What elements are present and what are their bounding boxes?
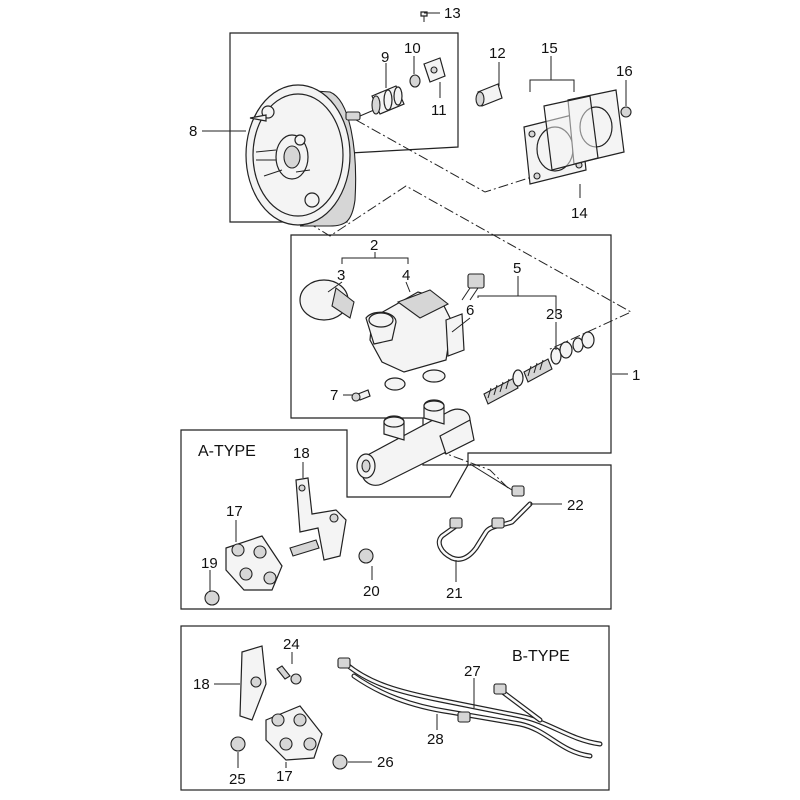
b-type-parts xyxy=(230,645,603,770)
a-bracket xyxy=(295,477,347,561)
a-bolt xyxy=(289,539,320,557)
callout-7: 7 xyxy=(330,387,338,404)
callout-18-a: 18 xyxy=(293,445,310,462)
nut-16 xyxy=(620,106,632,118)
callout-11: 11 xyxy=(431,102,447,119)
callout-17-a: 17 xyxy=(226,503,243,520)
callout-2: 2 xyxy=(370,237,378,254)
pipe-21 xyxy=(436,501,533,562)
master-cylinder-body xyxy=(356,399,475,486)
nut-25 xyxy=(230,736,246,752)
callout-14: 14 xyxy=(571,205,588,222)
bolt-24 xyxy=(276,665,291,680)
callout-16: 16 xyxy=(616,63,633,80)
bolt-19 xyxy=(204,590,220,606)
callout-10: 10 xyxy=(404,40,421,57)
callout-15: 15 xyxy=(541,40,558,57)
pipe-22-fitting xyxy=(511,485,525,497)
callout-18-b: 18 xyxy=(193,676,210,693)
reservoir-assembly xyxy=(299,273,485,402)
callout-26: 26 xyxy=(377,754,394,771)
callout-numbers: 1 2 3 4 5 6 7 8 9 10 11 12 13 14 15 16 1… xyxy=(189,5,640,788)
callout-9: 9 xyxy=(381,49,389,66)
a-type-label: A-TYPE xyxy=(198,443,256,460)
callout-28: 28 xyxy=(427,731,444,748)
a-type-frame xyxy=(180,429,612,610)
grommet-left xyxy=(384,377,406,391)
pushrod-parts xyxy=(371,11,503,115)
callout-12: 12 xyxy=(489,45,506,62)
callout-22: 22 xyxy=(567,497,584,514)
callout-25: 25 xyxy=(229,771,246,788)
callout-3: 3 xyxy=(337,267,345,284)
callout-13: 13 xyxy=(444,5,461,22)
callout-8: 8 xyxy=(189,123,197,140)
callout-20: 20 xyxy=(363,583,380,600)
callout-23: 23 xyxy=(546,306,563,323)
callout-6: 6 xyxy=(466,302,474,319)
brake-booster xyxy=(245,84,375,227)
nut-20 xyxy=(358,548,374,564)
b-type-label: B-TYPE xyxy=(512,648,570,665)
leader-lines xyxy=(202,12,628,768)
grommet-right xyxy=(422,369,446,383)
level-sensor-connector xyxy=(467,273,485,289)
callout-24: 24 xyxy=(283,636,300,653)
callout-1: 1 xyxy=(632,367,640,384)
callout-17-b: 17 xyxy=(276,768,293,785)
lock-nut xyxy=(409,74,421,88)
booster-gaskets xyxy=(523,89,632,185)
callout-19: 19 xyxy=(201,555,218,572)
callout-21: 21 xyxy=(446,585,463,602)
a-type-parts xyxy=(204,463,533,606)
callout-27: 27 xyxy=(464,663,481,680)
b-valve-block xyxy=(265,705,323,761)
nut-26 xyxy=(332,754,348,770)
b-type-frame xyxy=(180,625,610,791)
callout-4: 4 xyxy=(402,267,410,284)
callout-5: 5 xyxy=(513,260,521,277)
piston-kit xyxy=(483,331,595,405)
